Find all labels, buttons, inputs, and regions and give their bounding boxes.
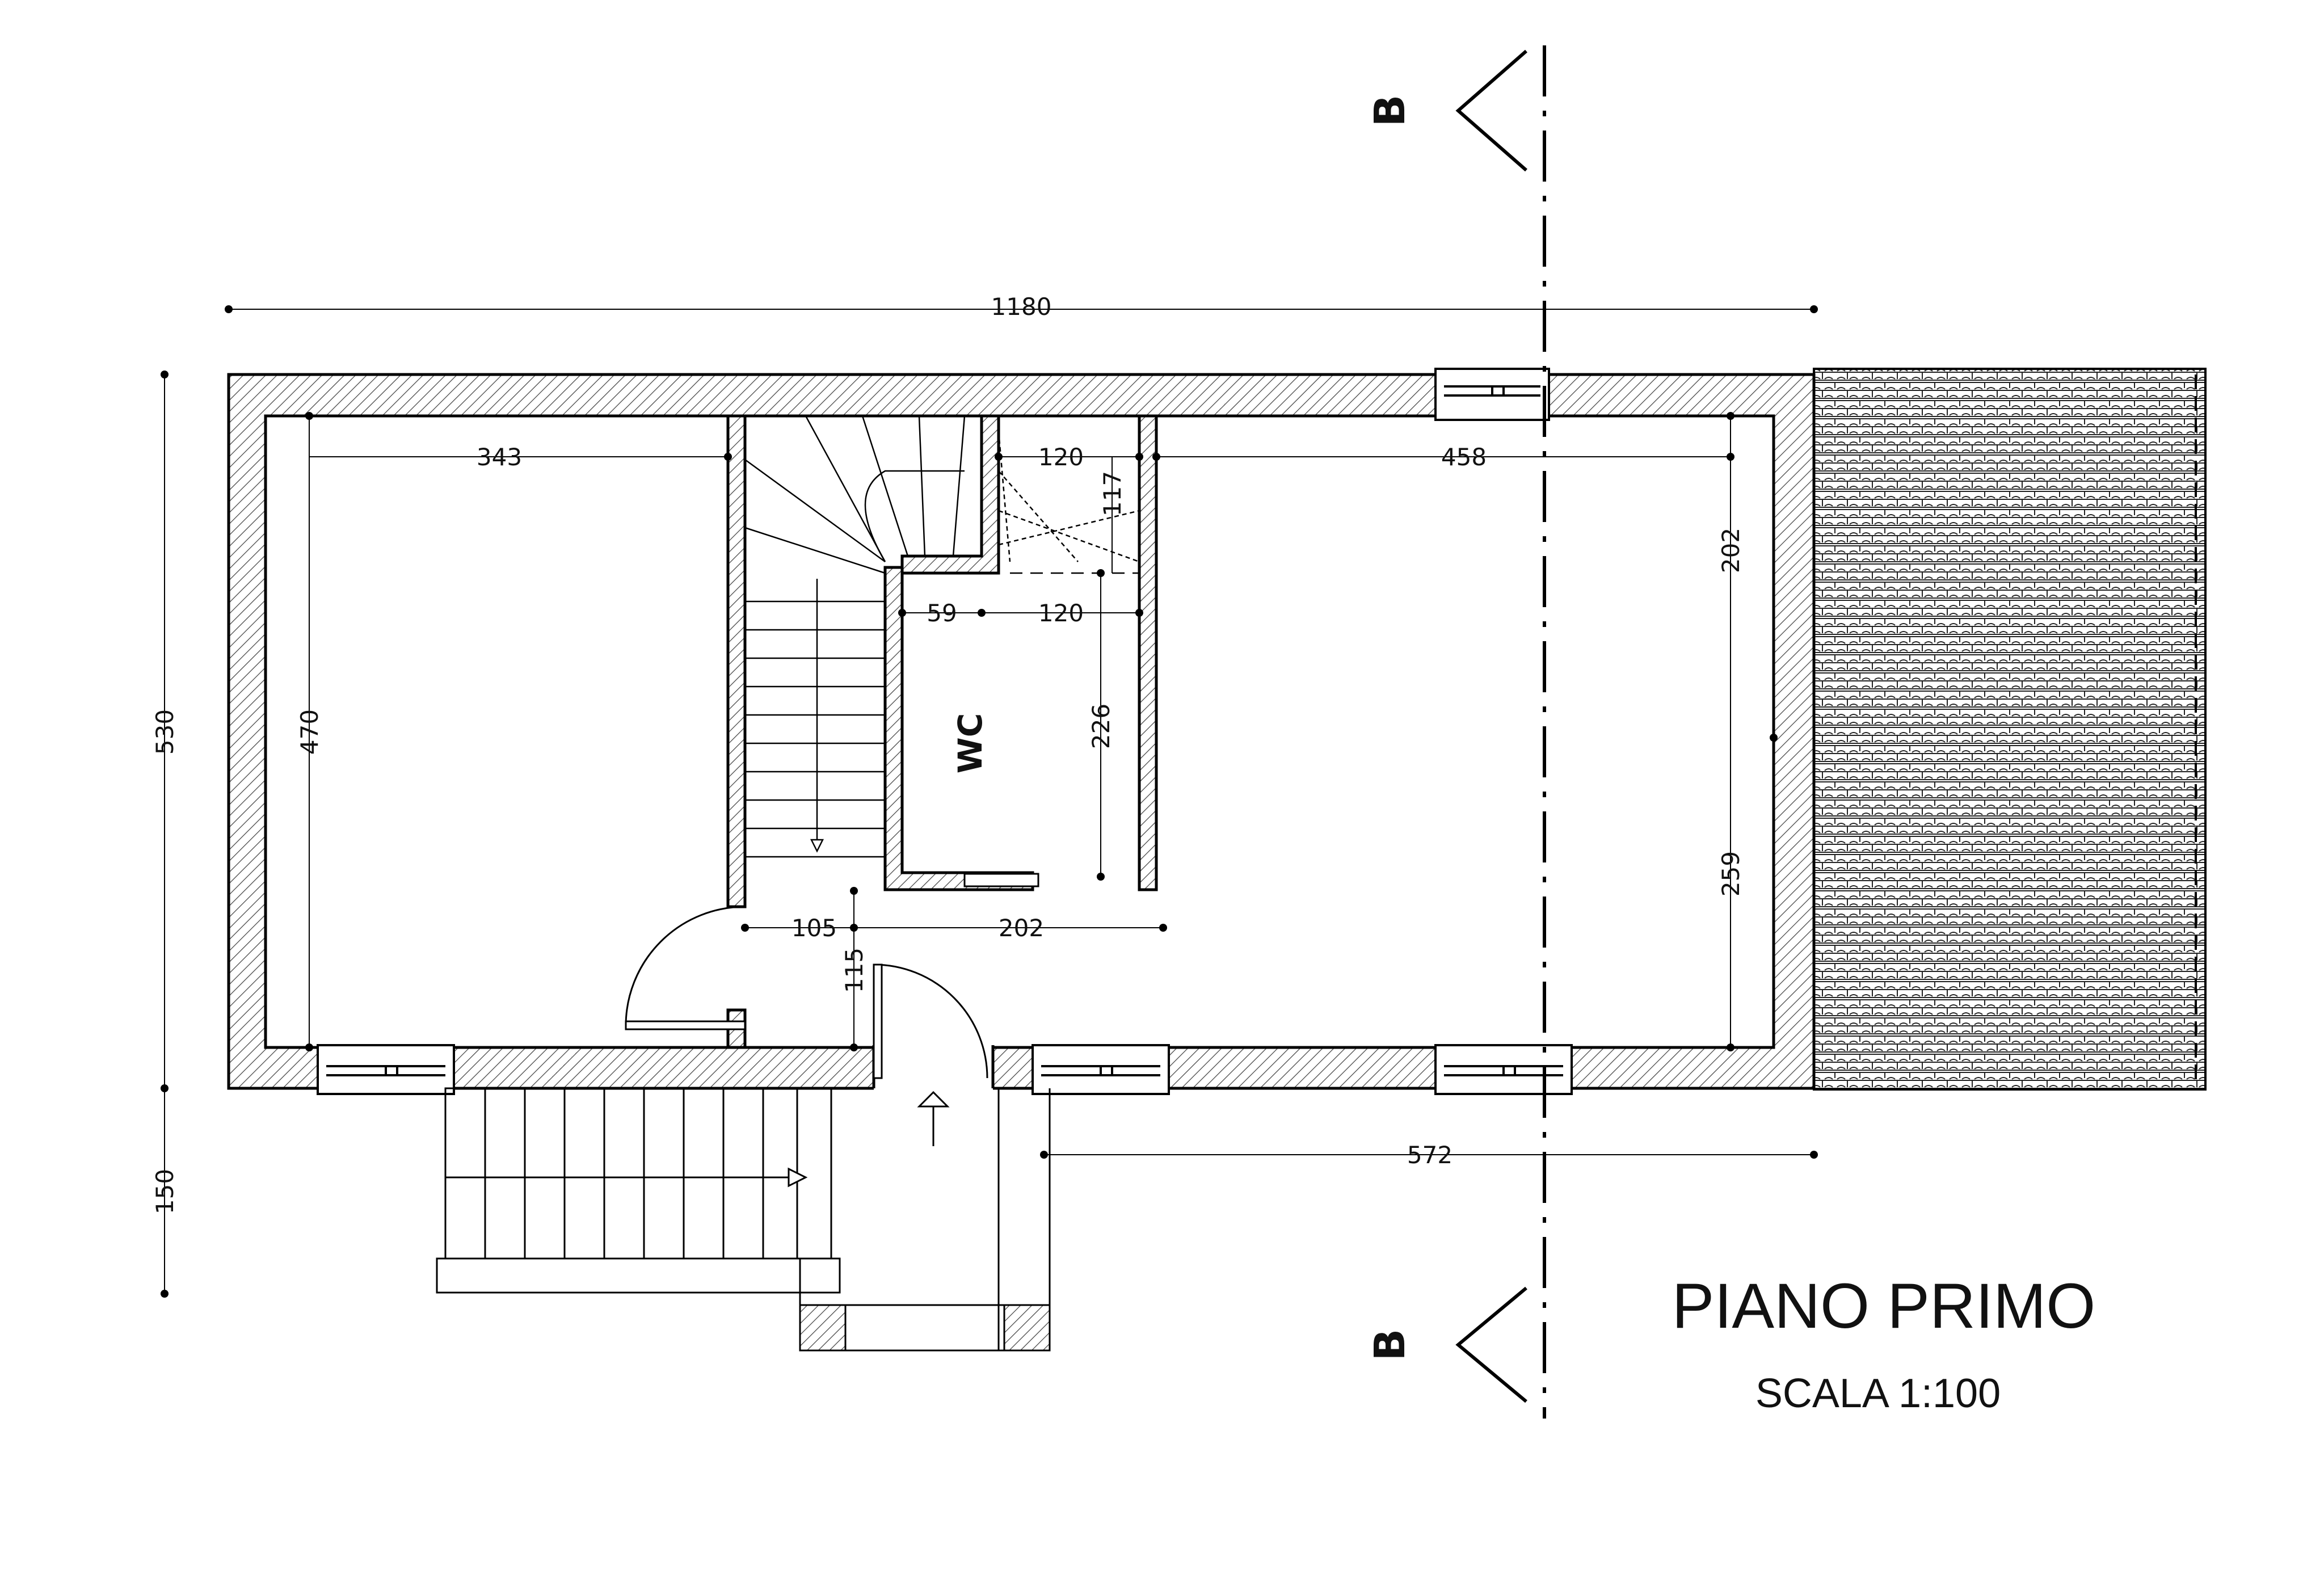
dim-door-offset: 115 — [840, 948, 868, 993]
section-arrow-top — [1455, 49, 1527, 172]
door-left-room — [625, 906, 746, 1026]
window-bottom-right — [1434, 1044, 1573, 1095]
drawing-scale: SCALA 1:100 — [1755, 1371, 2001, 1416]
dim-stair-projection: 150 — [151, 1169, 179, 1214]
wall-left-stair — [726, 414, 747, 908]
wc-fixture — [963, 873, 1039, 887]
section-arrow-bottom — [1455, 1286, 1527, 1403]
section-label-bottom: B — [1366, 1329, 1414, 1361]
window-bottom-left — [317, 1044, 455, 1095]
dim-hall-lower: 202 — [999, 914, 1044, 942]
window-bottom-middle — [1032, 1044, 1170, 1095]
dim-front-length: 572 — [1407, 1141, 1452, 1169]
entrance-arrow — [917, 1091, 950, 1146]
interior-walls — [726, 414, 1158, 1049]
section-line-b — [1455, 45, 1546, 1419]
dim-wc-wall: 59 — [927, 599, 957, 627]
wall-wc-top — [900, 414, 1000, 575]
dim-right-lower: 259 — [1717, 851, 1745, 897]
window-top — [1434, 368, 1550, 421]
wall-wc-right — [1138, 414, 1158, 891]
windows — [317, 368, 1573, 1095]
dimension-lines — [164, 309, 1814, 1294]
entrance-opening — [874, 1045, 993, 1094]
dim-hall-width: 105 — [791, 914, 837, 942]
dim-left-room-depth: 470 — [296, 709, 323, 755]
dim-wc-depth: 226 — [1087, 704, 1115, 749]
dim-overall-width: 1180 — [991, 293, 1052, 321]
dim-right-room-width: 458 — [1441, 443, 1487, 471]
room-label-wc: WC — [951, 713, 990, 774]
door-entrance — [873, 963, 988, 1079]
external-staircase — [436, 1087, 1051, 1352]
section-label-top: B — [1366, 95, 1414, 127]
dimension-dots — [161, 305, 1818, 1298]
doors — [625, 906, 988, 1079]
dim-right-upper: 202 — [1717, 528, 1745, 573]
dim-wc-width: 120 — [1038, 599, 1084, 627]
dim-stair-width: 120 — [1038, 443, 1084, 471]
dim-overall-depth: 530 — [151, 709, 179, 755]
tiled-terrace — [1813, 368, 2207, 1091]
drawing-title: PIANO PRIMO — [1672, 1270, 2096, 1341]
internal-staircase — [744, 415, 1140, 858]
exterior-walls — [227, 373, 1816, 1090]
dim-left-room-width: 343 — [477, 443, 522, 471]
dim-landing-depth: 117 — [1098, 471, 1126, 516]
